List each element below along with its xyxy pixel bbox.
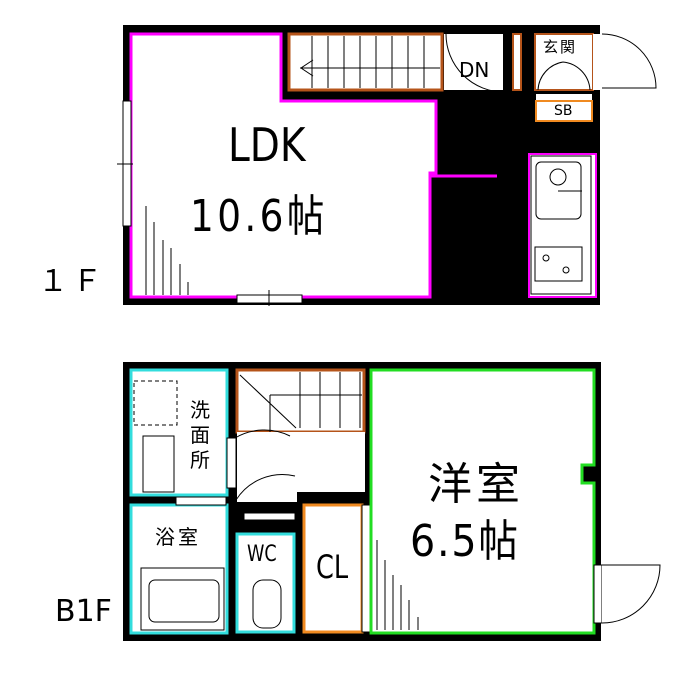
floor-label-b1f: B1F <box>55 594 112 629</box>
room-ldk-name: LDK <box>228 118 306 172</box>
room-western-name: 洋室 <box>428 459 524 510</box>
stairs-b1f <box>239 372 362 432</box>
room-ldk-size: 10.6帖 <box>190 191 328 242</box>
floor-b1f <box>123 362 661 641</box>
shoe-box-label: SB <box>554 103 573 119</box>
stairs-1f <box>300 36 440 88</box>
room-western-size: 6.5帖 <box>410 516 520 567</box>
floor-1f <box>117 25 657 306</box>
bath-label: 浴室 <box>155 525 201 549</box>
entrance-label: 玄関 <box>543 38 578 56</box>
stairs-dn-label: DN <box>459 58 490 82</box>
floor-label-1f: １Ｆ <box>38 264 106 299</box>
washroom-label: 洗 面 所 <box>190 398 210 472</box>
wc-label: WC <box>247 542 277 567</box>
closet-label: CL <box>316 548 349 586</box>
